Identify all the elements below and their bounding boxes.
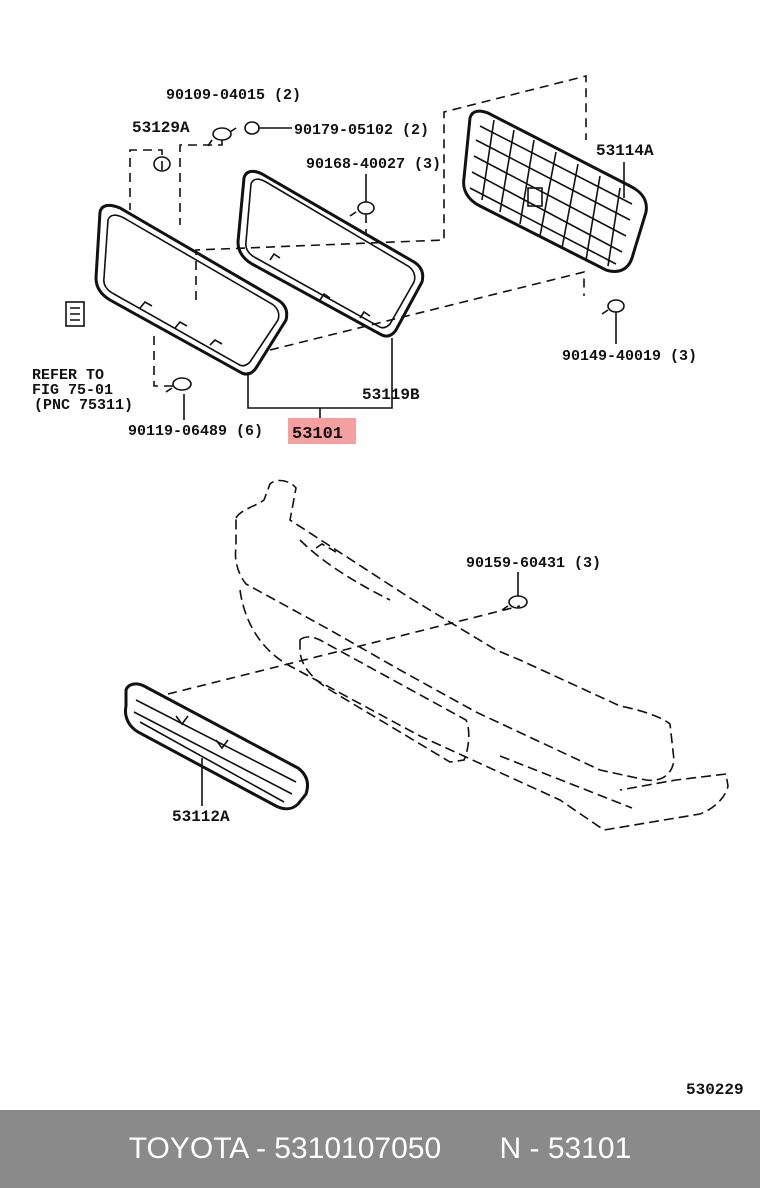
footer-part-info: TOYOTA - 5310107050 N - 53101 [128, 1132, 632, 1165]
refer-pnc-text: (PNC 75311) [34, 397, 133, 414]
refer-to-text: REFER TO [32, 367, 104, 384]
label-53112a: 53112A [172, 808, 230, 826]
label-90168-40027: 90168-40027 (3) [306, 156, 441, 173]
refer-fig-text: FIG 75-01 [32, 382, 113, 399]
footer-bar: TOYOTA - 5310107050 N - 53101 [0, 1110, 760, 1188]
parts-diagram: 90109-04015 (2) 53129A 90179-05102 (2) 9… [32, 74, 744, 1099]
front-bumper [234, 479, 729, 831]
radiator-grille [462, 109, 648, 273]
grille-seal [236, 169, 425, 338]
leader-lines [183, 162, 625, 806]
grille-frame [94, 203, 289, 376]
label-90179-05102: 90179-05102 (2) [294, 122, 429, 139]
lower-grille [124, 682, 310, 811]
assembly-lines [129, 74, 587, 695]
label-90159-60431: 90159-60431 (3) [466, 555, 601, 572]
highlight-box [288, 418, 356, 444]
label-90149-40019: 90149-40019 (3) [562, 348, 697, 365]
fasteners [65, 121, 625, 611]
label-53114a: 53114A [596, 142, 654, 160]
label-90109-04015: 90109-04015 (2) [166, 87, 301, 104]
label-53101: 53101 [292, 425, 343, 444]
figure-number: 530229 [686, 1081, 744, 1099]
label-90119-06489: 90119-06489 (6) [128, 423, 263, 440]
label-53119b: 53119B [362, 386, 420, 404]
label-53129a: 53129A [132, 119, 190, 137]
